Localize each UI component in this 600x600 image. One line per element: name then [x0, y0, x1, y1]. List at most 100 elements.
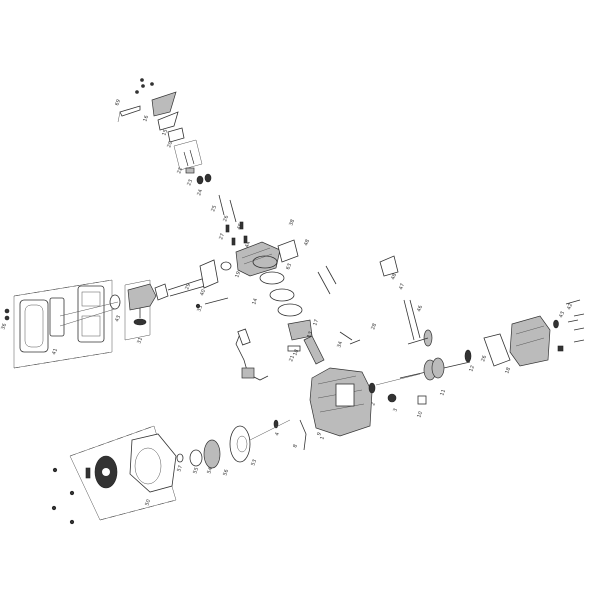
cover-gasket [483, 333, 511, 367]
carburetor [127, 283, 157, 311]
part-number-label: 44 [244, 241, 252, 249]
part-number-label: 31 [136, 337, 144, 345]
air-filter-housing [77, 285, 105, 343]
oil-alert-sensor [417, 395, 427, 405]
crankcase-cover-assembly [483, 299, 585, 367]
rocker-cover-gasket [157, 111, 179, 131]
part-number-label: 38 [288, 219, 296, 227]
part-number-label: 33 [196, 305, 204, 313]
piston-ring [259, 271, 285, 285]
ignition-coil [241, 367, 255, 379]
part-number-label: 48 [303, 239, 311, 247]
cover-oil-seal [553, 319, 559, 329]
air-filter-assembly [4, 279, 113, 369]
air-filter-cover [19, 299, 49, 353]
part-number-label: 43 [114, 315, 122, 323]
part-number-label: 29 [184, 283, 192, 291]
part-number-label: 50 [144, 499, 152, 507]
spark-plug-wrench [119, 105, 141, 117]
rocker-arm [185, 167, 195, 174]
part-number-label: 34 [336, 341, 344, 349]
push-rod [403, 299, 415, 341]
part-number-label: 24 [196, 189, 204, 197]
fan-housing [129, 433, 177, 493]
part-number-label: 15 [161, 129, 169, 137]
part-number-label: 4 [274, 432, 281, 437]
part-number-label: 12 [468, 365, 476, 373]
part-number-label: 47 [398, 283, 406, 291]
piston-assembly [252, 255, 325, 365]
part-number-label: 54 [206, 467, 214, 475]
part-number-label: 57 [176, 465, 184, 473]
crankshaft-assembly [399, 299, 472, 381]
oil-dipstick [299, 419, 307, 451]
part-number-label: 14 [251, 298, 259, 306]
manifold-gasket [220, 261, 232, 271]
valve [218, 194, 225, 216]
drain-plug [557, 345, 564, 352]
nut-icon [4, 308, 10, 314]
rocker-cover [151, 91, 177, 117]
part-number-label: 25 [210, 205, 218, 213]
part-number-label: 18 [504, 367, 512, 375]
part-number-label: 1 [319, 436, 326, 441]
part-number-label: 3 [392, 408, 399, 413]
part-number-label: 22 [176, 167, 184, 175]
part-number-label: 42 [566, 303, 574, 311]
starter-handle [85, 467, 91, 479]
starter-cup [189, 449, 203, 467]
part-number-label: 63 [285, 263, 293, 271]
part-number-label: 11 [439, 389, 447, 397]
air-filter-element [49, 297, 65, 337]
oil-seal [368, 382, 376, 394]
throttle-bracket [379, 255, 399, 277]
part-number-label: 46 [416, 305, 424, 313]
governor-spring [339, 331, 361, 345]
connecting-rod [303, 335, 325, 365]
insulator [154, 283, 169, 301]
part-number-label: 28 [370, 323, 378, 331]
flywheel-nut [176, 453, 184, 463]
piston-ring [252, 255, 278, 269]
part-number-label: 21 [288, 355, 296, 363]
part-number-label: 43 [558, 311, 566, 319]
part-number-label: 36 [0, 323, 8, 331]
carburetor-assembly [59, 277, 206, 341]
piston-pin [287, 345, 301, 352]
woodruff-key [273, 419, 279, 429]
carburetor-gasket [109, 294, 121, 310]
part-number-label: 26 [480, 355, 488, 363]
part-number-label: 53 [250, 459, 258, 467]
governor-gear [387, 393, 397, 403]
ignition-coil-assembly [235, 328, 269, 381]
part-number-label: 55 [192, 467, 200, 475]
part-number-label: 48 [390, 273, 398, 281]
part-number-label: 10 [416, 411, 424, 419]
piston-ring [269, 288, 295, 302]
cylinder-head-assembly [195, 239, 299, 309]
valve-train-assembly [117, 78, 248, 246]
part-number-label: 27 [218, 233, 226, 241]
part-number-label: 41 [51, 348, 59, 356]
part-number-label: 18 [292, 349, 300, 357]
bearing [464, 349, 472, 363]
part-number-label: 69 [114, 99, 122, 107]
part-number-label: 56 [222, 469, 230, 477]
head-gasket [277, 239, 299, 263]
cooling-fan [203, 439, 221, 469]
part-number-label: 8 [292, 444, 299, 449]
part-number-label: 26 [222, 215, 230, 223]
crankcase-assembly [299, 255, 427, 451]
spark-plug-cap [237, 328, 251, 346]
intake-manifold [199, 259, 219, 289]
part-number-label: 19 [234, 271, 242, 279]
part-number-label: 13 [306, 331, 314, 339]
rocker-plate [167, 127, 185, 143]
part-number-label: 9 [316, 432, 323, 437]
cylinder-bore [335, 383, 355, 407]
piston-ring [277, 303, 303, 317]
part-number-label: 2 [370, 402, 377, 407]
part-number-label: 16 [142, 115, 150, 123]
starter-assembly [51, 419, 291, 525]
float-bowl [133, 318, 147, 326]
